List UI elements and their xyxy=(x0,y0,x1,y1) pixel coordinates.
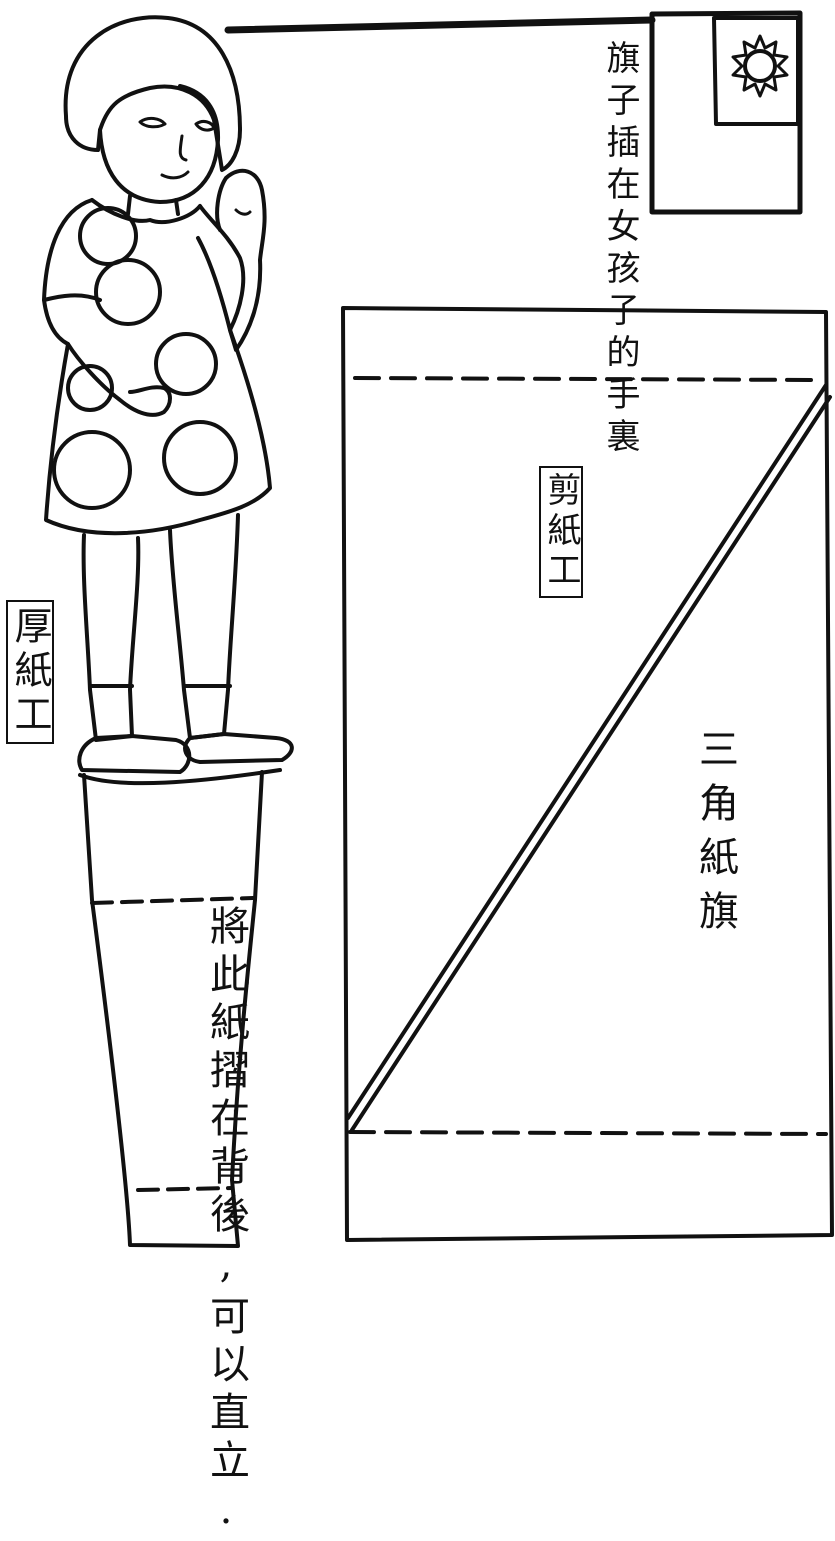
girl-leg-right xyxy=(168,513,240,740)
girl-neck xyxy=(126,194,180,216)
girl-face xyxy=(98,84,221,204)
girl-lower-arm xyxy=(66,342,172,417)
stand-base xyxy=(78,768,282,786)
triangle-paper-flag xyxy=(341,306,834,1242)
dress-dot xyxy=(162,420,238,496)
girl-shoe-right xyxy=(183,732,294,764)
label-triangle-flag: 三角紙旗 xyxy=(692,728,738,944)
dress-dot xyxy=(66,364,114,412)
diagonal-cut-line xyxy=(346,383,828,1120)
girl-nose xyxy=(178,134,188,162)
girl-collar xyxy=(90,198,202,225)
fold-line-bottom xyxy=(348,1130,828,1136)
label-thick-paper: 厚紙工 xyxy=(6,600,54,744)
flag-outline xyxy=(341,306,834,1242)
fold-line-top xyxy=(353,376,822,382)
flag-canton xyxy=(712,16,800,126)
flag-caption: 旗子插在女孩子的手裏 xyxy=(600,40,640,460)
stand-tab xyxy=(82,770,264,1248)
flag-pole xyxy=(224,16,656,34)
dress-dot xyxy=(78,206,138,266)
girl-leg-left xyxy=(81,533,141,742)
dress-dot xyxy=(154,332,218,396)
girl-dress xyxy=(42,198,272,536)
girl-sleeve xyxy=(42,293,102,302)
papercraft-artwork xyxy=(42,10,834,1248)
stand-fold-line-top xyxy=(90,896,255,905)
sun-icon xyxy=(731,34,789,98)
dress-dot xyxy=(94,258,162,326)
girl-mouth xyxy=(160,170,190,180)
dress-dot xyxy=(52,430,132,510)
diagonal-cut-line-inner xyxy=(350,395,832,1132)
flag-cloth xyxy=(649,10,803,215)
girl-figure xyxy=(42,15,294,786)
girl-eye-left xyxy=(138,116,167,129)
flag xyxy=(224,10,803,215)
label-cut-paper: 剪紙工 xyxy=(539,466,583,598)
girl-shoe-left xyxy=(77,734,192,774)
stand-instruction: 將此紙摺在背後,可以直立. xyxy=(203,905,249,1541)
girl-hand-raised xyxy=(234,208,252,216)
girl-raised-arm xyxy=(196,168,267,352)
girl-eye-right xyxy=(194,119,216,132)
stand-fold-line-bottom xyxy=(136,1186,234,1192)
stand-tab-outline xyxy=(82,770,264,1248)
girl-hair xyxy=(63,15,242,172)
